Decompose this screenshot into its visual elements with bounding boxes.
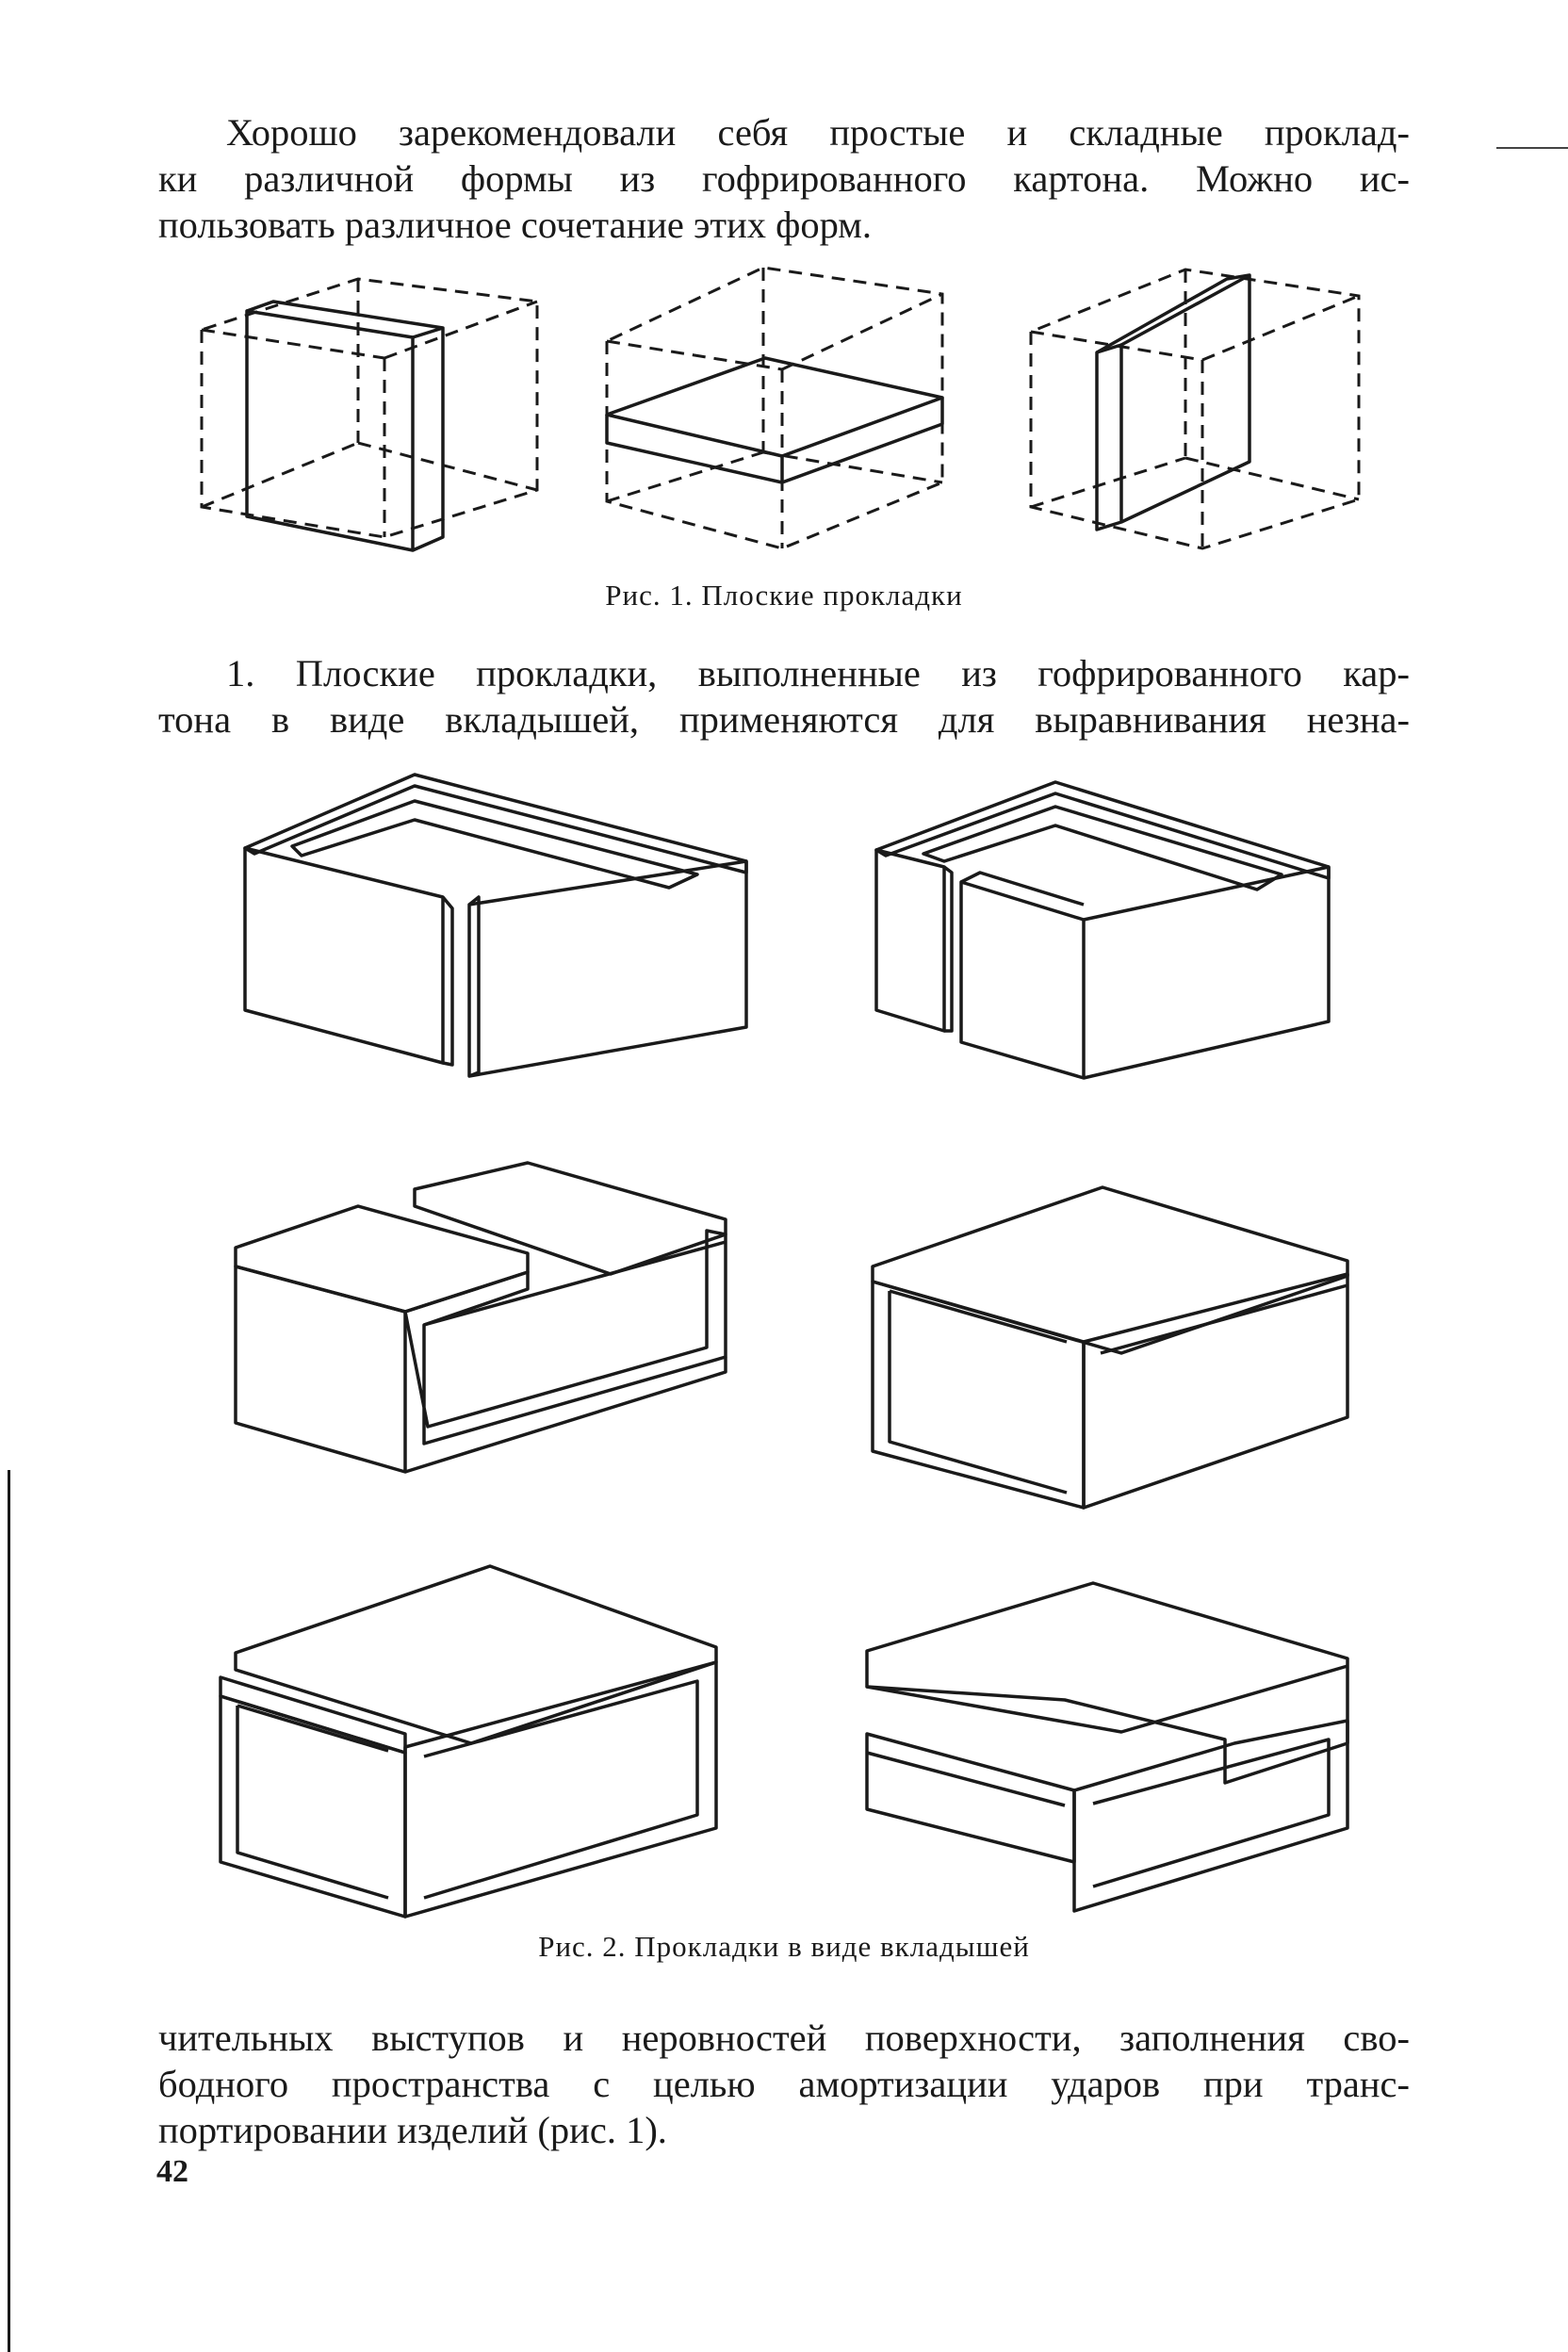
text-line: тона в виде вкладышей, применяются для в… bbox=[158, 698, 1410, 741]
text-line: ки различной формы из гофрированного кар… bbox=[158, 157, 1410, 200]
fig1-cube-vertical-diagonal-pad bbox=[1029, 268, 1361, 550]
figure-2-drawing bbox=[219, 773, 1349, 1919]
text-line: Хорошо зарекомендовали себя простые и ск… bbox=[226, 111, 1410, 154]
intro-paragraph: Хорошо зарекомендовали себя простые и ск… bbox=[158, 109, 1410, 248]
text-line: портировании изделий (рис. 1). bbox=[158, 2109, 667, 2151]
figure-2-caption: Рис. 2. Прокладки в виде вкладышей bbox=[538, 1930, 1030, 1963]
fig1-cube-horizontal-middle-pad bbox=[605, 266, 944, 550]
figure-2 bbox=[217, 763, 1404, 1919]
fig2-folded-top-flap-right bbox=[871, 1185, 1349, 1510]
figure-1-drawing bbox=[200, 266, 1361, 552]
figure-1-caption: Рис. 1. Плоские прокладки bbox=[605, 579, 963, 612]
fig2-folded-lid-slit-left bbox=[219, 1564, 718, 1919]
fig2-folded-top-flap-left bbox=[234, 1161, 727, 1474]
text-line: бодного пространства с целью амортизации… bbox=[158, 2063, 1410, 2105]
binding-edge-line bbox=[8, 1470, 10, 2352]
fig2-open-frame-slit-left bbox=[874, 780, 1331, 1080]
page-number: 42 bbox=[156, 2154, 188, 2189]
text-line: чительных выступов и неровностей поверхн… bbox=[158, 2017, 1410, 2059]
margin-mark bbox=[1496, 147, 1568, 149]
fig2-folded-lid-slit-right bbox=[865, 1581, 1349, 1913]
fig1-cube-vertical-side-pad bbox=[200, 277, 539, 552]
fig2-open-frame-slit-front bbox=[243, 773, 748, 1078]
figure-1 bbox=[179, 264, 1404, 565]
item-1-paragraph: 1. Плоские прокладки, выполненные из гоф… bbox=[158, 650, 1410, 743]
continuation-paragraph: чительных выступов и неровностей поверхн… bbox=[158, 2015, 1410, 2153]
text-line: 1. Плоские прокладки, выполненные из гоф… bbox=[226, 652, 1410, 694]
text-line: пользовать различное сочетание этих форм… bbox=[158, 204, 873, 246]
